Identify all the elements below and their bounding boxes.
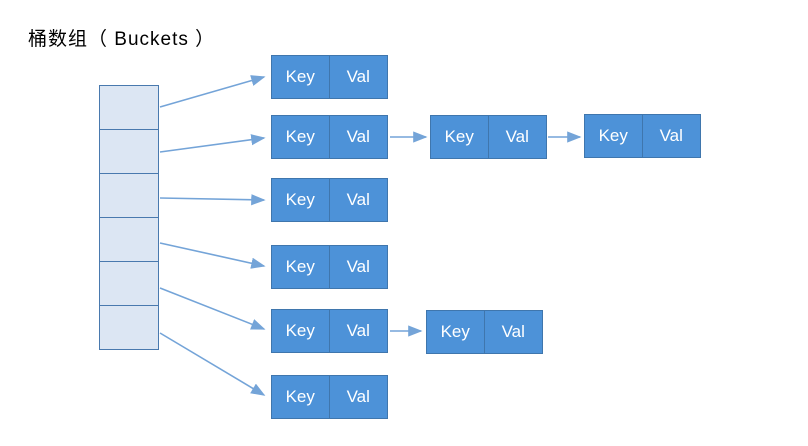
- arrow-bucket0-chain0: [159, 75, 266, 108]
- kv-node-chain1-0: Key Val: [271, 115, 388, 159]
- val-cell: Val: [346, 321, 370, 340]
- key-cell: Key: [431, 116, 489, 158]
- kv-node-chain0-0: Key Val: [271, 55, 388, 99]
- diagram-title: 桶数组（ Buckets ）: [28, 29, 216, 50]
- key-cell: Key: [272, 246, 330, 288]
- arrow-bucket1-chain1: [159, 134, 266, 153]
- bucket-cell-4: [99, 261, 159, 306]
- kv-node-chain3-0: Key Val: [271, 245, 388, 289]
- key-cell: Key: [272, 376, 330, 418]
- key-cell: Key: [585, 115, 643, 157]
- kv-node-chain4-0: Key Val: [271, 309, 388, 353]
- arrow-bucket4-chain4: [159, 287, 266, 330]
- arrow-bucket5-chain5: [159, 332, 266, 396]
- key-cell: Key: [272, 56, 330, 98]
- arrow-bucket3-chain3: [159, 242, 266, 269]
- arrow-bucket2-chain2: [159, 194, 266, 206]
- bucket-cell-0: [99, 85, 159, 130]
- val-cell: Val: [346, 257, 370, 276]
- kv-node-chain2-0: Key Val: [271, 178, 388, 222]
- bucket-array: [99, 85, 159, 350]
- bucket-cell-2: [99, 173, 159, 218]
- key-cell: Key: [272, 116, 330, 158]
- kv-node-chain4-1: Key Val: [426, 310, 543, 354]
- bucket-cell-3: [99, 217, 159, 262]
- key-cell: Key: [272, 179, 330, 221]
- kv-node-chain1-1: Key Val: [430, 115, 547, 159]
- bucket-cell-5: [99, 305, 159, 350]
- kv-node-chain5-0: Key Val: [271, 375, 388, 419]
- val-cell: Val: [346, 127, 370, 146]
- kv-node-chain1-2: Key Val: [584, 114, 701, 158]
- key-cell: Key: [427, 311, 485, 353]
- bucket-cell-1: [99, 129, 159, 174]
- val-cell: Val: [346, 67, 370, 86]
- val-cell: Val: [505, 127, 529, 146]
- val-cell: Val: [346, 190, 370, 209]
- val-cell: Val: [659, 126, 683, 145]
- val-cell: Val: [501, 322, 525, 341]
- val-cell: Val: [346, 387, 370, 406]
- key-cell: Key: [272, 310, 330, 352]
